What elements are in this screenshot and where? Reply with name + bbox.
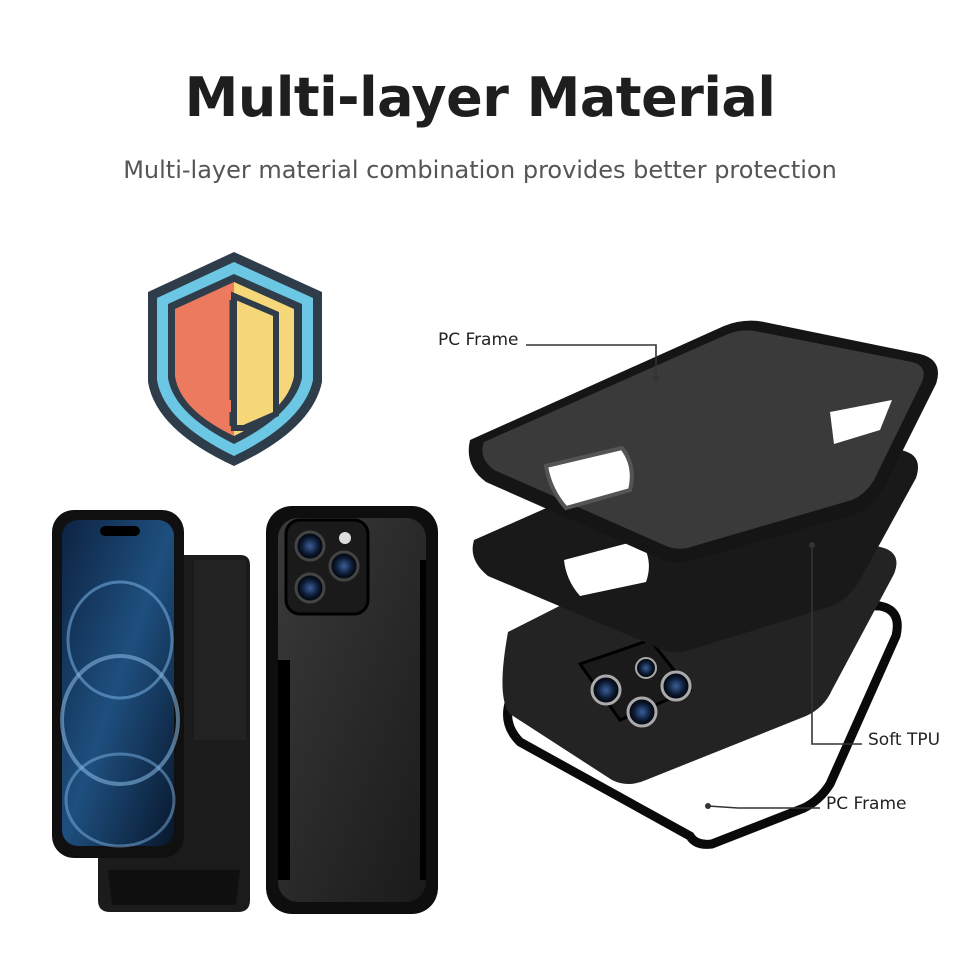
- callout-label-soft-tpu: Soft TPU: [868, 730, 941, 750]
- shield-icon: [148, 252, 322, 466]
- page-title: Multi-layer Material: [184, 66, 776, 129]
- phone-back-view: [266, 506, 438, 914]
- callout-label-bottom-frame: PC Frame: [826, 794, 907, 814]
- case-exploded-view: [468, 320, 938, 849]
- callout-label-top-frame: PC Frame: [438, 330, 519, 350]
- callout-lines: [526, 344, 862, 809]
- page-subtitle: Multi-layer material combination provide…: [123, 156, 837, 184]
- phone-front-view: [52, 510, 250, 912]
